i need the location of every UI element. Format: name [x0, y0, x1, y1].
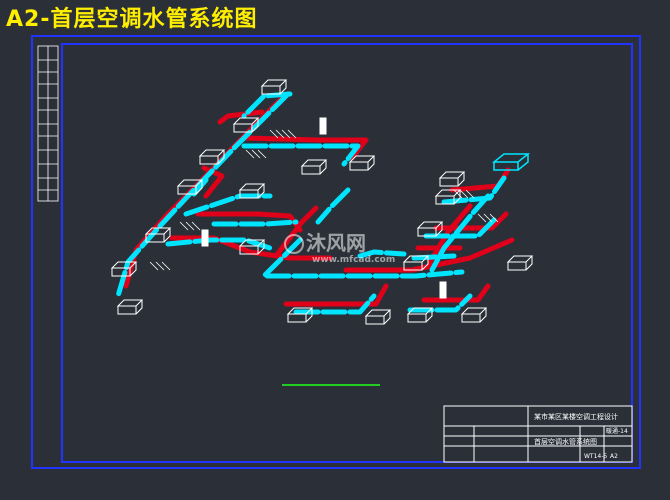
fan-coil-unit: [416, 221, 444, 237]
fan-coil-unit: [238, 183, 266, 199]
fan-coil-units: [110, 79, 534, 325]
fan-coil-unit: [406, 307, 434, 323]
watermark-url: www.mfcad.com: [312, 255, 395, 265]
watermark-brand: 沐风网: [306, 231, 366, 255]
title-block-project: 某市某区某楼空调工程设计: [534, 412, 618, 421]
valve-symbol: [319, 117, 327, 135]
fan-coil-unit: [348, 155, 376, 171]
drawing-heading: A2-首层空调水管系统图: [6, 7, 258, 32]
fan-coil-unit: [506, 255, 534, 271]
outer-frame: [31, 35, 641, 469]
fan-coil-unit: [460, 307, 488, 323]
fan-coil-unit: [116, 299, 144, 315]
title-block-number: 暖通-14: [606, 427, 628, 435]
expansion-tank: [491, 153, 531, 171]
title-block-drawing-name: 首层空调水管系统图: [534, 437, 597, 446]
valve-symbol: [201, 229, 209, 247]
title-block: [443, 405, 633, 463]
fan-coil-unit: [434, 189, 462, 205]
return-water-pipes: [123, 95, 515, 307]
fan-coil-unit: [232, 117, 260, 133]
watermark-logo-icon: [284, 234, 304, 254]
fan-coil-unit: [110, 261, 138, 277]
fan-coil-unit: [300, 159, 328, 175]
watermark: 沐风网 www.mfcad.com: [284, 231, 395, 265]
title-block-sheet-ref: WT14-5: [584, 453, 607, 460]
fan-coil-unit: [144, 227, 172, 243]
fan-coil-unit: [198, 149, 226, 165]
valve-symbol: [439, 281, 447, 299]
fan-coil-unit: [238, 239, 266, 255]
riser-ticks: [149, 129, 499, 271]
fan-coil-unit: [176, 179, 204, 195]
revision-strip: [37, 45, 59, 202]
inner-frame: [61, 43, 633, 463]
fan-coil-unit: [260, 79, 288, 95]
fan-coil-unit: [402, 255, 430, 271]
fan-coil-unit: [438, 171, 466, 187]
title-block-scale: A2: [610, 453, 618, 460]
fan-coil-unit: [286, 307, 314, 323]
fan-coil-unit: [364, 309, 392, 325]
